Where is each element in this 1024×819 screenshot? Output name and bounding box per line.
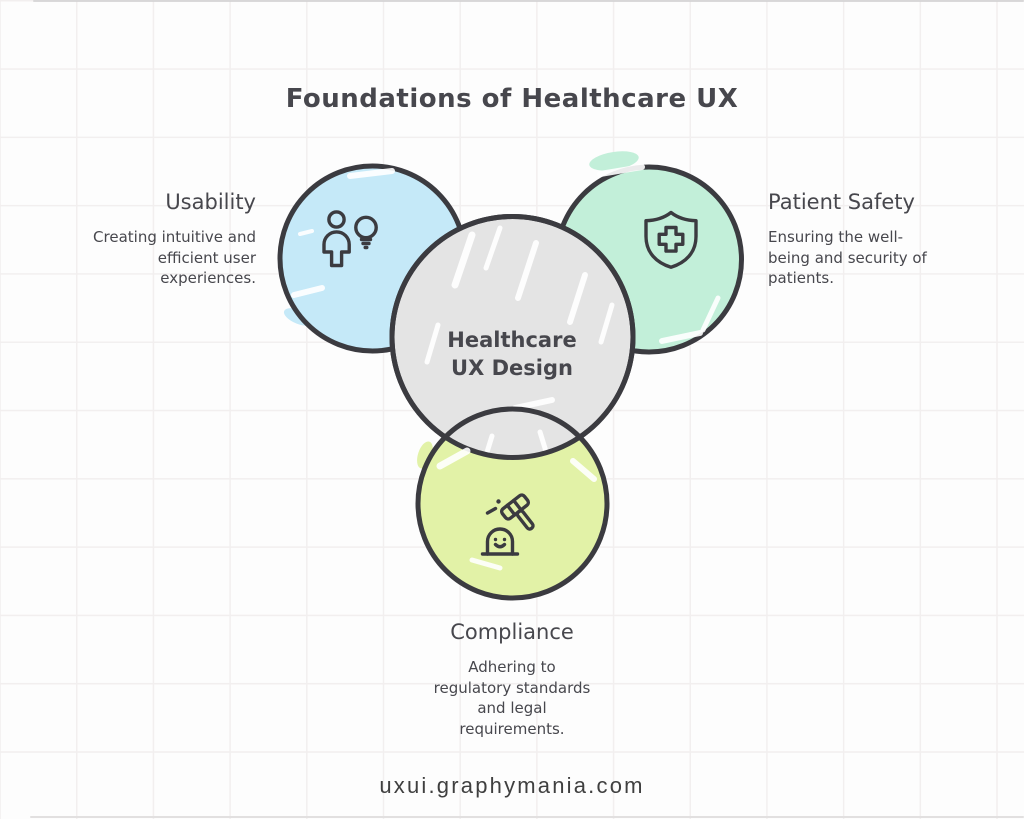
usability-title: Usability [165, 190, 256, 214]
patient-safety-title: Patient Safety [768, 190, 915, 214]
patient-safety-fill-blob [589, 151, 639, 171]
compliance-description: Adhering to regulatory standards and leg… [433, 658, 591, 738]
website-url: uxui.graphymania.com [379, 773, 645, 798]
center-texture [424, 225, 615, 411]
center-circle-label: Healthcare UX Design [447, 328, 577, 380]
top-border-line [33, 0, 1024, 2]
usability-description: Creating intuitive and efficient user ex… [93, 228, 256, 287]
bottom-border-line [30, 815, 1024, 818]
compliance-circle-outline [415, 406, 610, 601]
usability-texture [291, 168, 395, 298]
page-title: Foundations of Healthcare UX [285, 84, 739, 114]
usability-section: Usability Creating intuitive and efficie… [0, 190, 256, 289]
user-idea-icon [322, 210, 378, 268]
patient-safety-description: Ensuring the well- being and security of… [768, 228, 927, 287]
gavel-icon [480, 493, 535, 556]
compliance-title: Compliance [450, 620, 574, 644]
center-circle-outline [389, 214, 636, 460]
compliance-circle [418, 409, 607, 598]
patient-safety-section: Patient Safety Ensuring the well- being … [768, 190, 1024, 289]
compliance-section: Compliance Adhering to regulatory standa… [362, 620, 662, 739]
patient-safety-texture [597, 164, 721, 344]
compliance-texture [436, 447, 597, 571]
shield-cross-icon [644, 210, 698, 269]
